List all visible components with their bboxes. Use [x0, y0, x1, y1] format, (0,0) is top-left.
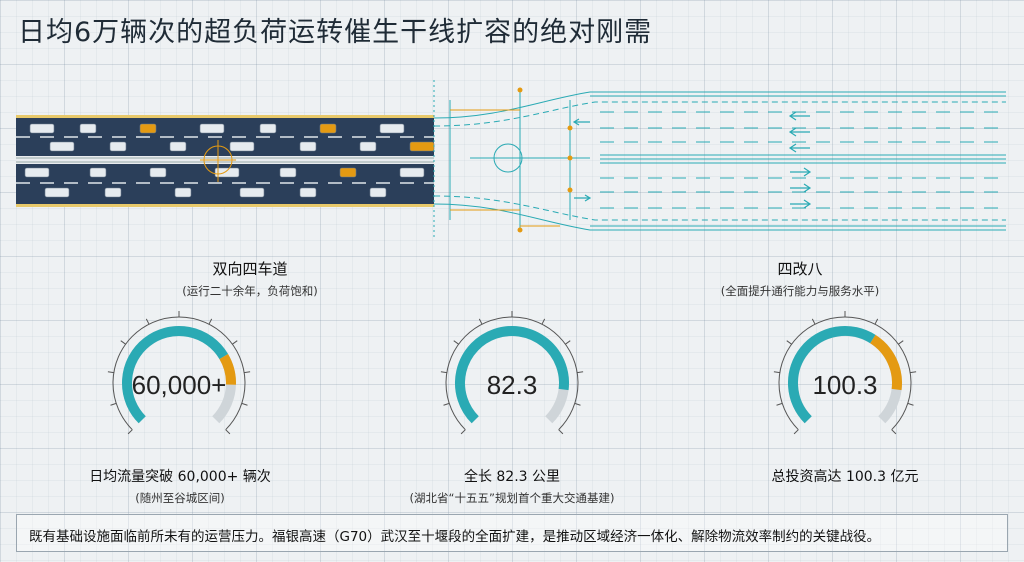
left-crosshair-icon	[200, 140, 236, 182]
gauge-tick	[773, 371, 780, 374]
gauge-tick	[776, 402, 783, 406]
vehicle	[169, 141, 187, 152]
gauge-tick	[241, 402, 248, 406]
vehicle	[174, 187, 192, 198]
footer-summary-box: 既有基础设施面临前所未有的运营压力。福银高速（G70）武汉至十堰段的全面扩建，是…	[16, 514, 1008, 552]
gauge-tick	[208, 318, 213, 325]
vehicle	[319, 123, 337, 134]
gauge-tick	[145, 318, 150, 325]
gauge-tick	[811, 318, 816, 325]
gauge-length-caption: 全长 82.3 公里 (湖北省“十五五”规划首个重大交通基建)	[372, 466, 652, 506]
vehicle	[89, 167, 107, 178]
vehicle	[104, 187, 122, 198]
gauge-investment-caption: 总投资高达 100.3 亿元	[725, 466, 965, 486]
gauge-tick	[440, 371, 447, 374]
vehicle	[259, 123, 277, 134]
gauge-length-ring	[440, 311, 584, 435]
gauge-traffic-ring	[107, 311, 251, 435]
vehicle	[279, 167, 297, 178]
gauge-length-caption-sub: (湖北省“十五五”规划首个重大交通基建)	[409, 491, 615, 505]
vehicle	[229, 141, 255, 152]
gauge-traffic: 60,000+	[104, 308, 254, 458]
gauge-tick	[793, 429, 799, 435]
vehicle	[409, 141, 435, 152]
gauge-tick	[786, 340, 792, 345]
gauge-outer-ring	[445, 316, 579, 431]
gauge-accent-fill	[869, 334, 902, 391]
gauge-traffic-value: 60,000+	[131, 370, 227, 400]
gauge-tick	[874, 318, 879, 325]
gauge-fill	[455, 326, 569, 424]
gauge-tick	[453, 340, 459, 345]
gauge-investment: 100.3	[770, 308, 920, 458]
gauge-tick	[577, 371, 584, 374]
gauge-tick	[910, 371, 917, 374]
gauge-investment-caption-main: 总投资高达 100.3 亿元	[771, 469, 919, 485]
vehicle	[359, 141, 377, 152]
transition-blueprint	[433, 80, 1006, 240]
page-title: 日均6万辆次的超负荷运转催生干线扩容的绝对刚需	[18, 17, 653, 48]
highway-expansion-diagram	[16, 80, 1006, 240]
dimension-lines	[450, 109, 560, 227]
gauge-tick	[558, 429, 564, 435]
gauge-length-caption-main: 全长 82.3 公里	[463, 469, 561, 485]
vehicle	[24, 167, 50, 178]
vehicle	[299, 187, 317, 198]
vehicle	[239, 187, 265, 198]
gauge-length-value: 82.3	[486, 370, 538, 400]
gauge-tick	[225, 429, 231, 435]
left-section-label: 双向四车道 (运行二十余年，负荷饱和)	[140, 258, 360, 299]
gauge-length: 82.3	[437, 308, 587, 458]
gauge-fill	[787, 325, 876, 424]
right-section-subtitle: (全面提升通行能力与服务水平)	[720, 284, 880, 298]
gauge-tick	[244, 371, 251, 374]
vehicle	[369, 187, 387, 198]
left-section-subtitle: (运行二十余年，负荷饱和)	[182, 284, 318, 298]
gauge-traffic-caption-main: 日均流量突破 60,000+ 辆次	[89, 469, 271, 485]
vehicle	[109, 141, 127, 152]
vehicle	[214, 167, 240, 178]
dimension-marks	[517, 87, 573, 233]
vehicle	[299, 141, 317, 152]
gauge-tick	[443, 402, 450, 406]
lane-direction-arrows	[572, 111, 812, 209]
vehicle	[399, 167, 425, 178]
vehicle	[29, 123, 55, 134]
gauge-tick	[120, 340, 126, 345]
footer-summary-text: 既有基础设施面临前所未有的运营压力。福银高速（G70）武汉至十堰段的全面扩建，是…	[29, 529, 881, 545]
right-section-title: 四改八	[777, 260, 823, 278]
right-section-label: 四改八 (全面提升通行能力与服务水平)	[680, 258, 920, 299]
vehicle	[49, 141, 75, 152]
gauge-traffic-caption-sub: (随州至谷城区间)	[135, 491, 225, 505]
vehicle	[44, 187, 70, 198]
traffic-vehicles	[24, 123, 435, 198]
gauge-outer-ring	[112, 316, 246, 431]
gauge-tick	[107, 371, 114, 374]
vehicle	[79, 123, 97, 134]
gauge-investment-value: 100.3	[812, 370, 878, 400]
vehicle	[199, 123, 225, 134]
gauge-accent-fill	[219, 353, 236, 385]
gauge-tick	[460, 429, 466, 435]
gauge-fill	[122, 326, 229, 424]
vehicle	[379, 123, 405, 134]
left-section-title: 双向四车道	[212, 260, 288, 278]
gauge-tick	[907, 402, 914, 406]
gauge-tick	[565, 340, 571, 345]
gauge-tick	[110, 402, 117, 406]
gauge-tick	[898, 340, 904, 345]
gauge-outer-ring	[778, 316, 912, 431]
vehicle	[139, 123, 157, 134]
vehicle	[339, 167, 357, 178]
gauge-tick	[541, 318, 546, 325]
gauge-tick	[574, 402, 581, 406]
gauge-tick	[127, 429, 133, 435]
vehicle	[149, 167, 167, 178]
gauge-tick	[478, 318, 483, 325]
gauge-investment-ring	[773, 311, 917, 435]
gauge-tick	[891, 429, 897, 435]
gauge-tick	[232, 340, 238, 345]
gauge-traffic-caption: 日均流量突破 60,000+ 辆次 (随州至谷城区间)	[60, 466, 300, 506]
eight-lane-road	[590, 95, 1006, 227]
